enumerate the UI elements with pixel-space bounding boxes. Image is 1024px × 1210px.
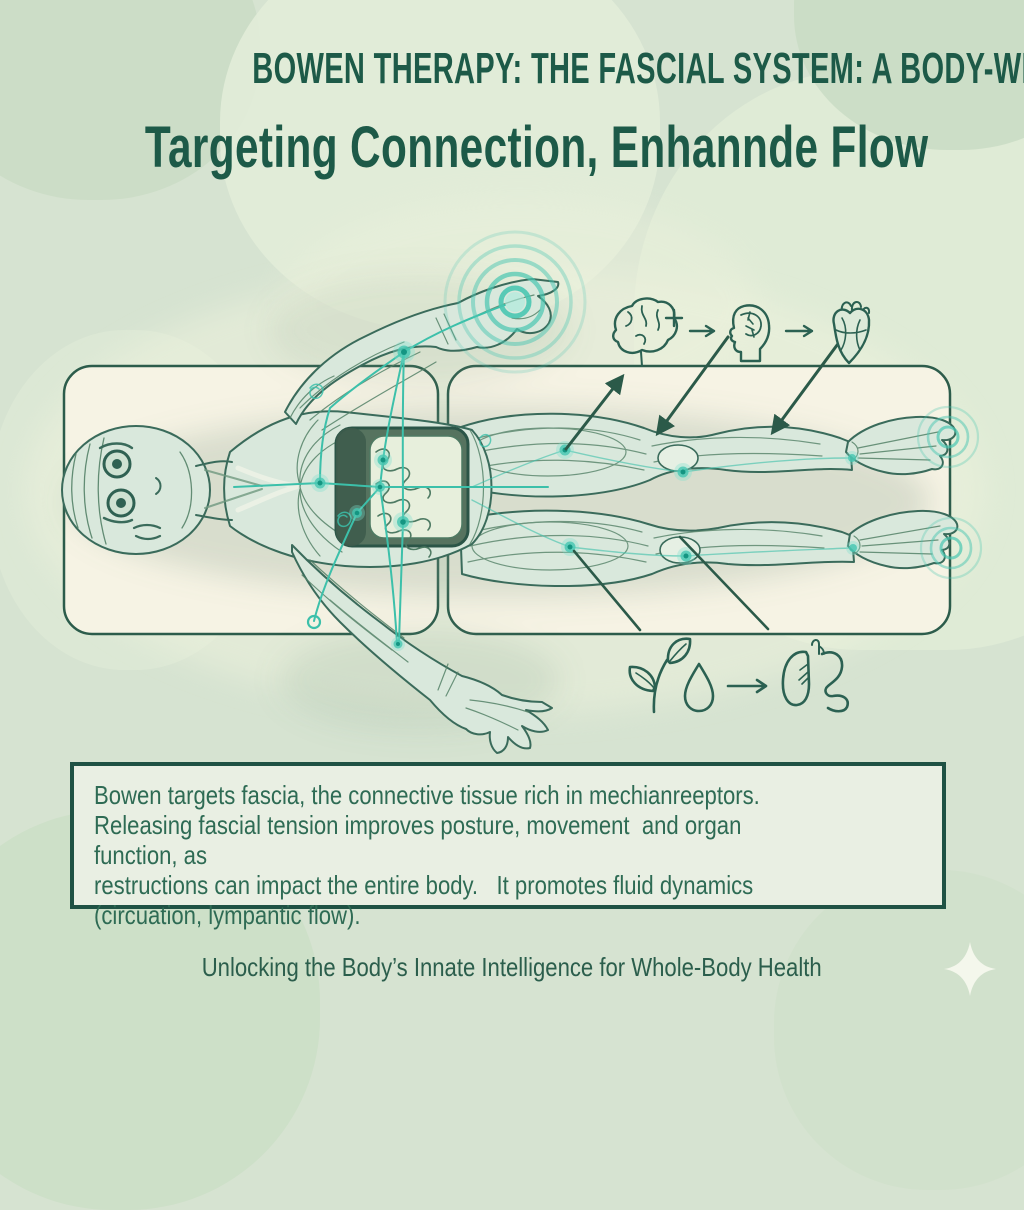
arrow-up-right — [564, 373, 625, 451]
plant-leaves-icon — [628, 637, 692, 714]
footer-tagline: Unlocking the Body’s Innate Intelligence… — [0, 952, 1024, 983]
brain-icon — [612, 297, 679, 367]
info-line: Releasing fascial tension improves postu… — [94, 810, 748, 870]
anatomical-heart-icon — [832, 301, 871, 365]
info-line: (circuation, lympantic flow). — [94, 900, 361, 930]
page-title: BOWEN THERAPY: THE FASCIAL SYSTEM: A BOD… — [0, 44, 1024, 94]
info-box: Bowen targets fascia, the connective tis… — [70, 762, 946, 930]
figure-leg-top — [457, 412, 853, 498]
arrow-right-icon-3 — [726, 678, 768, 694]
water-droplet-icon — [683, 662, 715, 713]
info-line: restructions can impact the entire body.… — [94, 870, 754, 900]
footer-tagline-text: Unlocking the Body’s Innate Intelligence… — [202, 952, 822, 982]
arrow-down-left-1 — [655, 335, 730, 437]
figure-torso — [223, 410, 493, 569]
lungs-stomach-icon — [781, 639, 849, 713]
figure-foot-bottom — [847, 509, 959, 570]
annotation-arrows — [564, 335, 845, 632]
bottom-icon-flow — [628, 637, 849, 714]
leader-line-2 — [678, 535, 770, 631]
leader-line-1 — [572, 549, 642, 632]
page-subtitle: Targeting Connection, Enhannde Flow — [0, 114, 1024, 181]
info-line: Bowen targets fascia, the connective tis… — [94, 780, 760, 810]
fascia-nodes — [311, 341, 860, 651]
infographic-page: { "header": { "title": "BOWEN THERAPY: T… — [0, 0, 1024, 996]
body-diagram-illustration — [25, 195, 985, 754]
plus-sign — [664, 308, 684, 328]
ripple-effect-foot-bottom — [919, 516, 983, 580]
arrow-right-icon-2 — [784, 324, 814, 338]
sparkle-icon — [944, 942, 996, 996]
arrow-right-icon-1 — [688, 324, 716, 338]
arrow-down-left-2 — [770, 335, 845, 436]
page-title-text: BOWEN THERAPY: THE FASCIAL SYSTEM: A BOD… — [252, 44, 1024, 93]
head-profile-brain-icon — [729, 304, 771, 363]
page-subtitle-text: Targeting Connection, Enhannde Flow — [144, 115, 929, 180]
top-icon-flow — [612, 297, 871, 367]
ripple-effect-foot-top — [916, 405, 980, 469]
ripple-effect-hand — [443, 230, 587, 374]
figure-head — [61, 425, 263, 555]
figure-lower-arm — [291, 544, 553, 754]
